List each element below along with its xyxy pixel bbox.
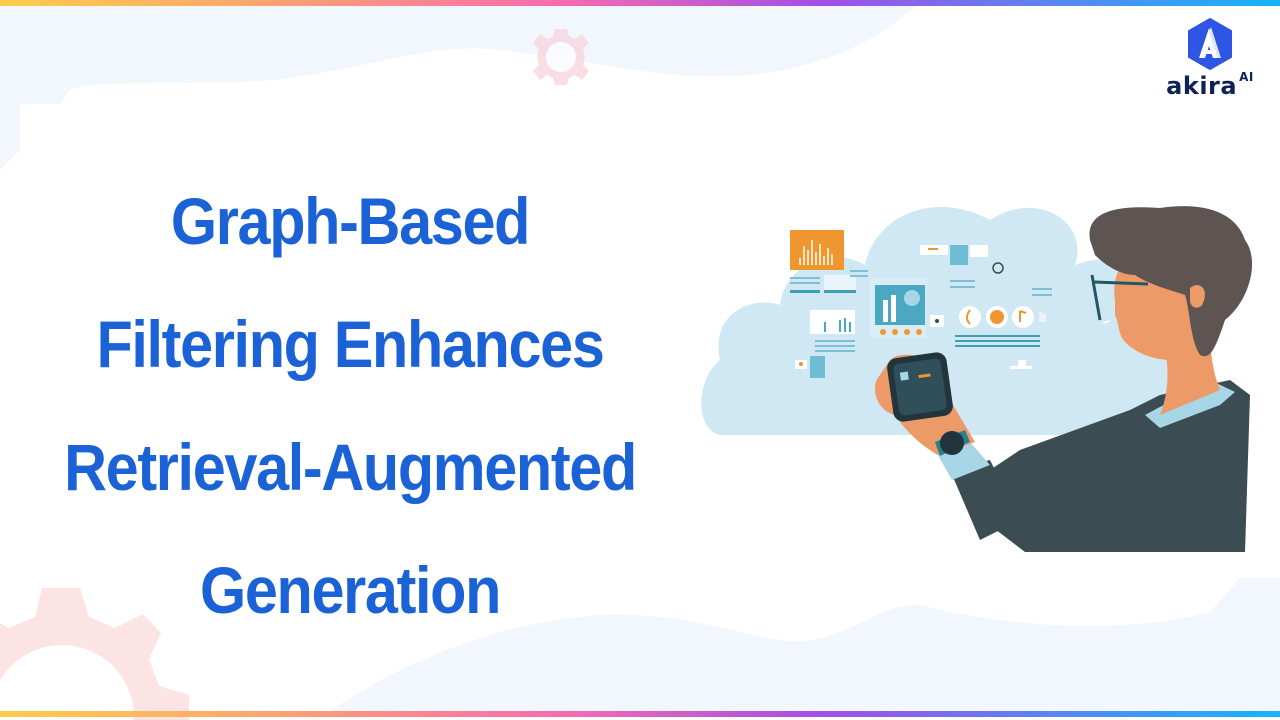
man-hair — [1089, 206, 1253, 357]
smartphone — [887, 352, 953, 422]
brand-superscript: AI — [1239, 70, 1254, 84]
top-gradient-stripe — [0, 0, 1280, 6]
akira-hexagon-icon — [1188, 18, 1232, 70]
title-line-2: Filtering Enhances — [96, 307, 604, 381]
glasses — [1090, 274, 1149, 321]
gear-icon — [0, 588, 189, 720]
gear-icon — [533, 29, 589, 85]
icon-circles — [959, 306, 1046, 328]
bar-chart-card — [790, 230, 844, 270]
man-shirt — [970, 380, 1250, 552]
wristwatch — [935, 430, 970, 456]
title-line-4: Generation — [199, 553, 501, 627]
title-line-3: Retrieval-Augmented — [64, 430, 637, 504]
brand-name: akira — [1166, 72, 1238, 100]
title-line-1: Graph-Based — [170, 184, 530, 258]
slide-title: Graph-Based Filtering Enhances Retrieval… — [35, 160, 665, 652]
bottom-wave — [330, 578, 1280, 711]
bottom-gradient-stripe — [0, 711, 1280, 717]
top-wave — [0, 6, 915, 170]
analytics-panel — [870, 278, 944, 338]
hero-illustration — [701, 206, 1253, 552]
